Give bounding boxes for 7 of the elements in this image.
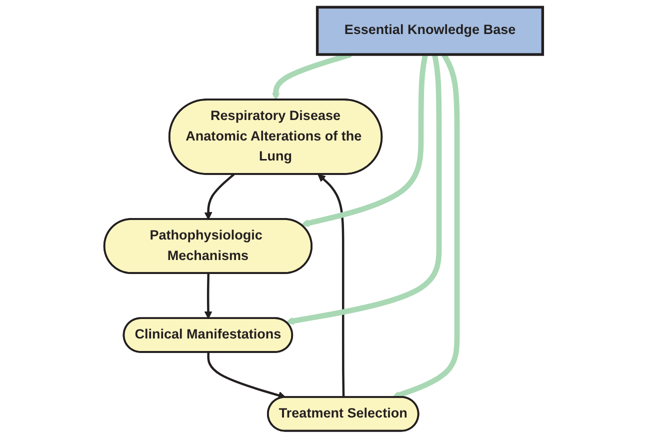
arrow bbox=[204, 174, 235, 220]
arrow bbox=[286, 54, 442, 325]
arrow bbox=[318, 174, 345, 398]
arrow bbox=[300, 54, 428, 228]
node-box: Essential Knowledge Base bbox=[316, 6, 544, 56]
arrow bbox=[204, 274, 212, 319]
arrow bbox=[207, 352, 286, 400]
